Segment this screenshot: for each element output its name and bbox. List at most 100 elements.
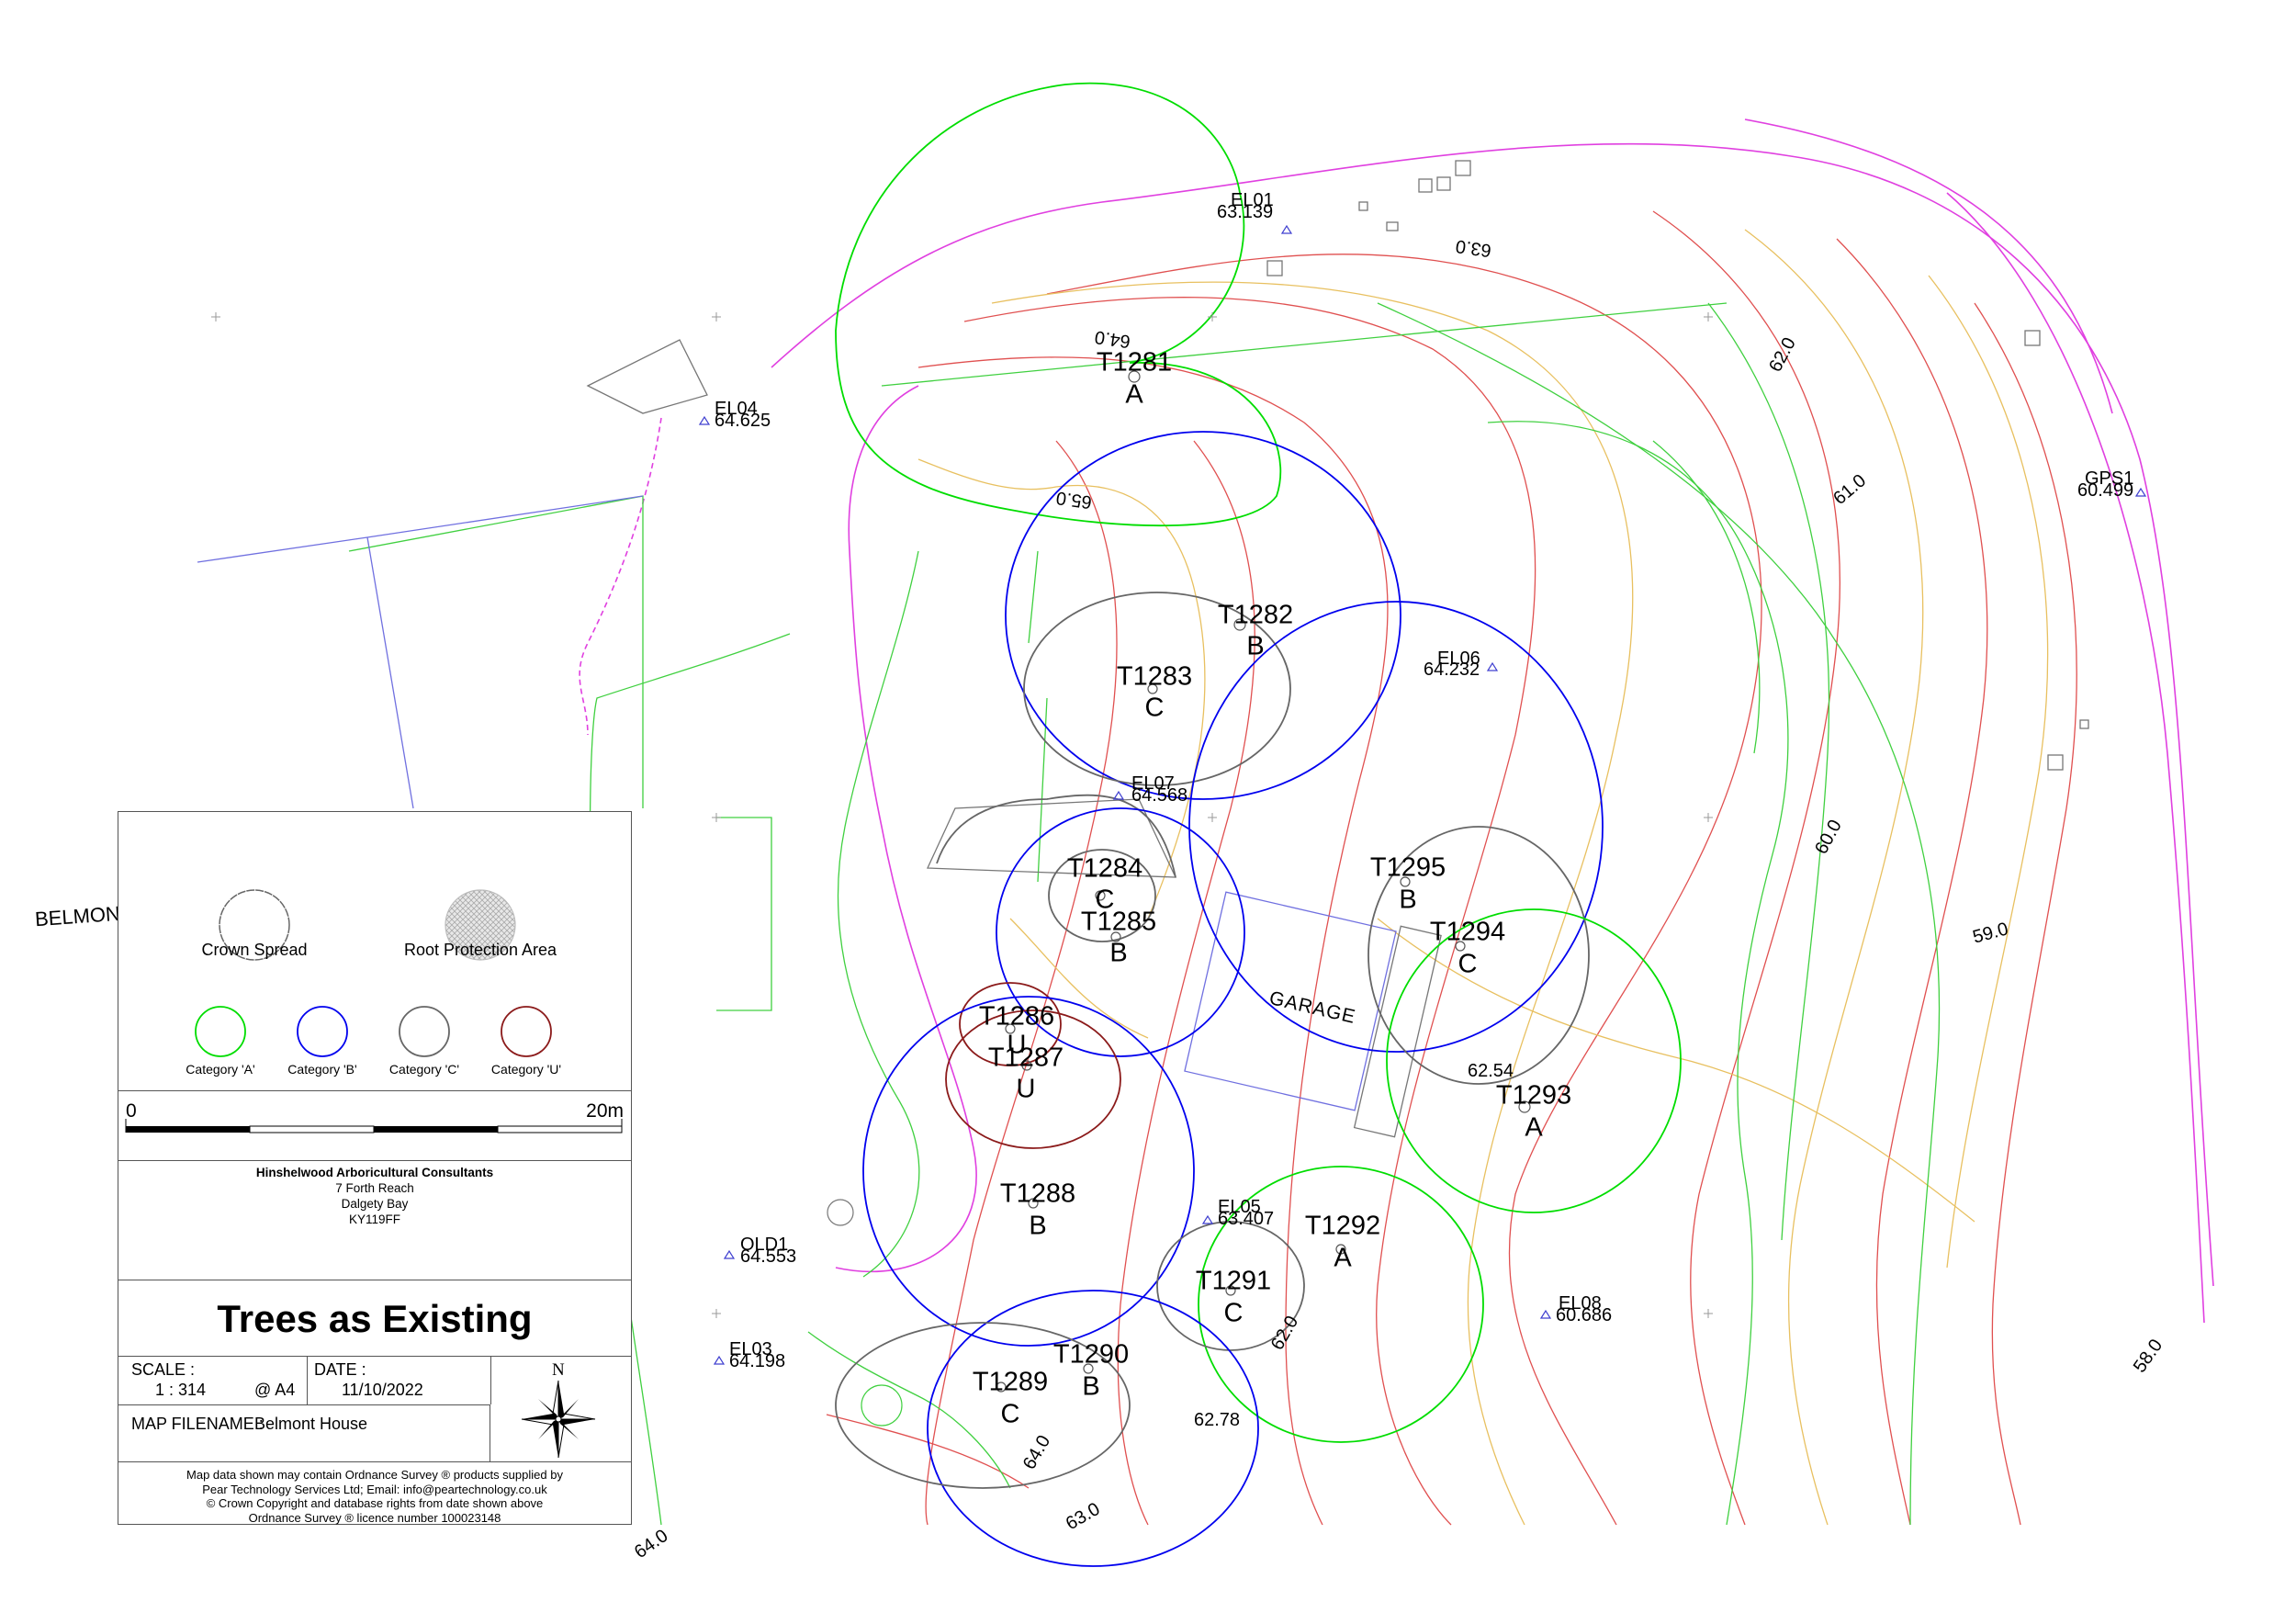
tree-label: T1289 <box>972 1367 1049 1397</box>
tree-label: T1281 <box>1096 347 1173 378</box>
tree-label: T1293 <box>1495 1080 1572 1111</box>
spot-height: 62.54 <box>1468 1061 1514 1081</box>
point-value: 60.499 <box>2077 480 2134 501</box>
tree-category: U <box>1016 1074 1036 1104</box>
crown-t1293 <box>1386 908 1682 1213</box>
tree-label: T1295 <box>1369 852 1446 883</box>
crown-t1295 <box>1188 601 1604 1053</box>
tree-category: B <box>1246 631 1265 661</box>
crown-spread-symbol <box>219 889 290 961</box>
filename-label: MAP FILENAME : <box>131 1415 264 1433</box>
company-address-2: Dalgety Bay <box>341 1197 409 1211</box>
company-name: Hinshelwood Arboricultural Consultants <box>255 1166 494 1179</box>
scale-bar-end: 20m <box>586 1100 624 1122</box>
tree-label: T1283 <box>1116 661 1193 692</box>
tree-label: T1290 <box>1052 1339 1130 1370</box>
crown-t1284-outline <box>936 794 1176 878</box>
point-name: GPS1 <box>2085 468 2134 489</box>
spot-height: 62.78 <box>1194 1410 1241 1430</box>
map-title: Trees as Existing <box>217 1297 533 1340</box>
tree-category: B <box>1082 1371 1100 1402</box>
point-value: 63.139 <box>1217 202 1274 222</box>
copyright-line: Map data shown may contain Ordnance Surv… <box>186 1468 563 1482</box>
scale-bar-section: 0 20m <box>118 1090 631 1160</box>
map-legend: Crown Spread Root Protection Area Catego… <box>118 811 632 1525</box>
crown-t1282 <box>1005 431 1401 800</box>
info-section: SCALE : 1 : 314 @ A4 DATE : 11/10/2022 M… <box>118 1356 631 1462</box>
point-name: OLD1 <box>740 1235 789 1255</box>
crown-spread-label: Crown Spread <box>201 941 308 959</box>
structures <box>586 160 2089 1138</box>
crown-t1294 <box>1367 826 1590 1085</box>
tree-label: T1288 <box>999 1179 1076 1209</box>
old-stump <box>861 1384 903 1427</box>
point-name: EL04 <box>715 399 758 419</box>
scale-value: 1 : 314 <box>155 1381 207 1399</box>
point-value: 64.625 <box>715 411 771 431</box>
date-label: DATE : <box>314 1360 366 1379</box>
crown-t1292 <box>1198 1166 1484 1443</box>
point-value: 64.198 <box>729 1351 786 1371</box>
scale-bar <box>125 1119 623 1133</box>
tree-label: T1287 <box>987 1043 1064 1073</box>
tree-category: U <box>1007 1030 1027 1060</box>
copyright-line: Ordnance Survey ® licence number 1000231… <box>248 1510 501 1525</box>
scale-label: SCALE : <box>131 1360 196 1379</box>
crown-t1291 <box>1156 1221 1305 1351</box>
tree-category: C <box>1458 949 1478 979</box>
point-name: EL03 <box>729 1339 772 1359</box>
root-protection-label: Root Protection Area <box>403 941 557 959</box>
fence-lines <box>197 495 1397 1111</box>
tree-category: B <box>1029 1211 1047 1241</box>
category-c-label: Category 'C' <box>388 1062 460 1077</box>
filename-cell: MAP FILENAME : Belmont House <box>118 1404 490 1462</box>
paper-size: @ A4 <box>254 1381 296 1399</box>
crown-t1290 <box>927 1290 1259 1567</box>
category-a-label: Category 'A' <box>186 1062 255 1077</box>
survey-triangles <box>698 224 2147 1365</box>
contours-green <box>348 302 1941 1526</box>
root-protection-symbol <box>445 889 516 961</box>
tree-label: T1282 <box>1217 600 1294 630</box>
site-boundary <box>579 118 2214 1324</box>
point-value: 60.686 <box>1556 1305 1613 1325</box>
tree-label: T1286 <box>978 1001 1055 1032</box>
category-b-label: Category 'B' <box>287 1062 357 1077</box>
copyright-section: Map data shown may contain Ordnance Surv… <box>118 1461 631 1526</box>
tree-label: T1285 <box>1080 907 1157 937</box>
crown-spreads <box>827 82 1682 1567</box>
title-section: Trees as Existing <box>118 1280 631 1356</box>
crown-t1287 <box>945 1009 1121 1149</box>
category-a-symbol <box>195 1006 246 1057</box>
scale-bar-start: 0 <box>126 1100 137 1122</box>
tree-category: B <box>1399 885 1417 915</box>
crown-t1283 <box>1023 592 1291 786</box>
north-label: N <box>552 1360 565 1380</box>
scale-cell: SCALE : 1 : 314 @ A4 <box>118 1357 308 1404</box>
crown-t1285 <box>996 807 1245 1057</box>
crown-t1286 <box>959 982 1062 1066</box>
point-value: 64.568 <box>1131 785 1188 806</box>
tree-category: C <box>1223 1298 1244 1328</box>
tree-category: C <box>1144 693 1165 723</box>
tree-category: A <box>1334 1243 1352 1273</box>
point-value: 64.553 <box>740 1246 797 1267</box>
tree-markers <box>996 370 1531 1393</box>
north-arrow-icon <box>521 1380 596 1459</box>
category-b-symbol <box>297 1006 348 1057</box>
legend-symbols <box>195 889 552 1057</box>
tree-category: B <box>1109 938 1128 968</box>
company-postcode: KY119FF <box>348 1212 401 1226</box>
tree-category: A <box>1525 1112 1543 1143</box>
tree-category: C <box>1095 885 1115 915</box>
tree-category: C <box>1000 1399 1020 1429</box>
point-name: EL06 <box>1437 648 1480 669</box>
crown-t1284 <box>1048 849 1156 942</box>
old-stump-2 <box>827 1199 854 1226</box>
crown-t1289 <box>835 1322 1131 1489</box>
crown-t1288 <box>862 996 1195 1347</box>
filename-value: Belmont House <box>254 1415 368 1433</box>
point-value: 63.407 <box>1218 1209 1275 1229</box>
category-u-symbol <box>501 1006 552 1057</box>
